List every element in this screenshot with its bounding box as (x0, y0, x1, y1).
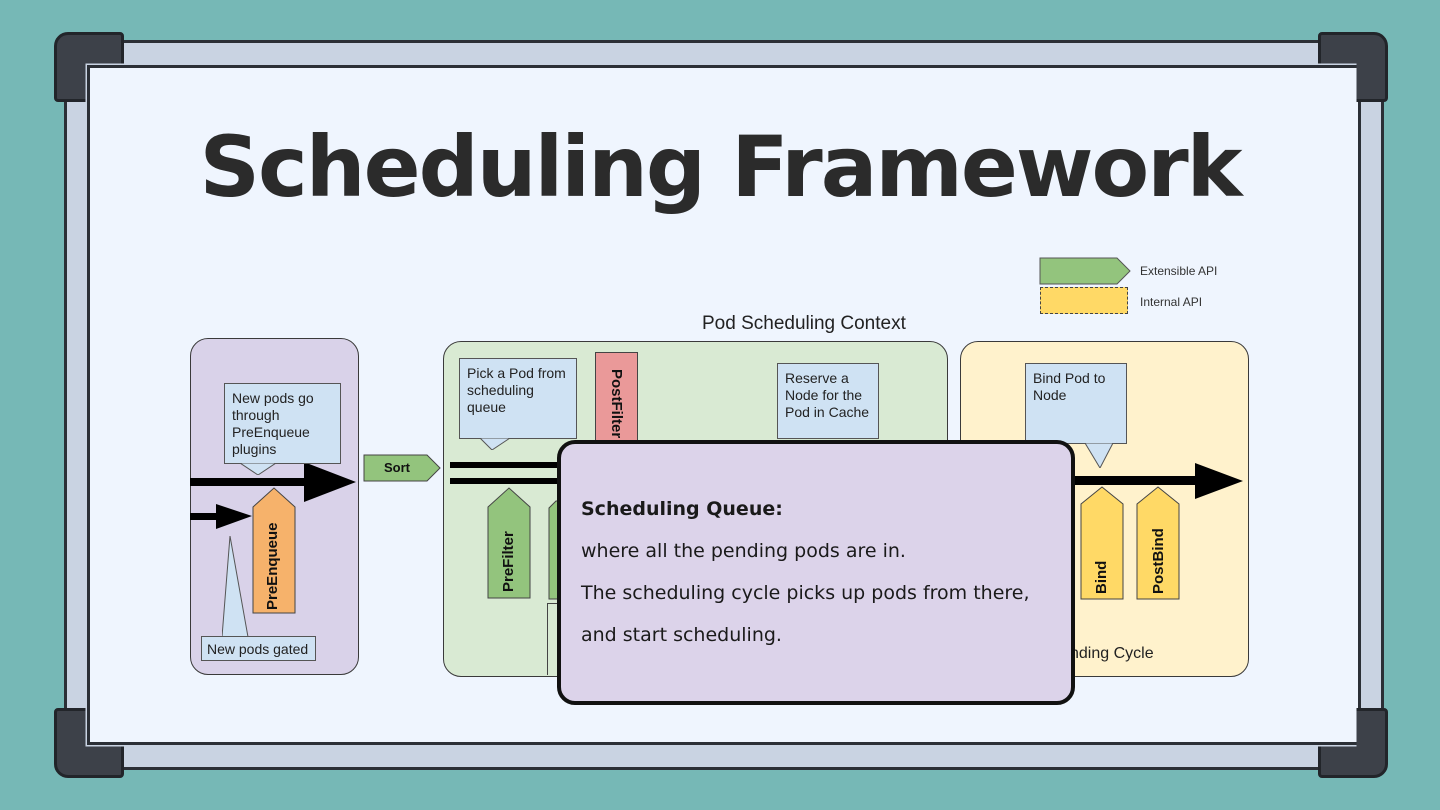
queue-main-arrow-line (190, 478, 310, 486)
popup-line-1: where all the pending pods are in. (581, 540, 906, 562)
scheduling-queue-popup: Scheduling Queue: where all the pending … (557, 440, 1075, 705)
note-reserve: Reserve a Node for the Pod in Cache (777, 363, 879, 439)
bind-plugin-label: Bind (1093, 560, 1110, 594)
prefilter-plugin-label: PreFilter (500, 531, 517, 592)
legend-extensible-swatch (1039, 257, 1131, 285)
sort-plugin-label: Sort (384, 460, 410, 475)
queue-main-arrowhead (304, 462, 356, 502)
binding-cycle-label: nding Cycle (1070, 645, 1154, 662)
note-pick-pod: Pick a Pod from scheduling queue (459, 358, 577, 439)
note-bind-pod: Bind Pod to Node (1025, 363, 1127, 444)
popup-line-3: and start scheduling. (581, 624, 782, 646)
page-title: Scheduling Framework (199, 118, 1243, 216)
preenqueue-plugin-shape (252, 487, 296, 614)
postfilter-plugin-shape: PostFilter (595, 352, 638, 447)
legend-extensible-label: Extensible API (1140, 264, 1218, 278)
legend-internal-swatch (1040, 287, 1128, 314)
bind-plugin-shape (1080, 486, 1124, 600)
pod-scheduling-context-label: Pod Scheduling Context (702, 313, 906, 334)
binding-arrowhead (1195, 463, 1243, 499)
note-preenqueue-tail (240, 463, 276, 475)
popup-line-2: The scheduling cycle picks up pods from … (581, 582, 1030, 604)
note-pick-pod-tail (480, 438, 510, 450)
cycle-arrow-line-bottom (450, 478, 560, 484)
postfilter-plugin-label: PostFilter (608, 369, 625, 439)
note-gated: New pods gated (201, 636, 316, 661)
postbind-plugin-shape (1136, 486, 1180, 600)
prefilter-plugin-shape (487, 487, 531, 599)
popup-title: Scheduling Queue: (581, 498, 783, 520)
binding-arrow-line (1075, 476, 1205, 485)
note-gated-tail (222, 536, 249, 637)
gated-arrowhead (216, 504, 252, 529)
gated-arrow-line (190, 513, 220, 520)
preenqueue-plugin-label: PreEnqueue (264, 522, 281, 610)
note-preenqueue: New pods go through PreEnqueue plugins (224, 383, 341, 464)
sort-plugin-shape (363, 454, 441, 482)
postbind-plugin-label: PostBind (1150, 528, 1167, 594)
cycle-arrow-line-top (450, 462, 560, 468)
legend-internal-label: Internal API (1140, 295, 1203, 309)
note-bind-pod-tail (1085, 443, 1113, 468)
